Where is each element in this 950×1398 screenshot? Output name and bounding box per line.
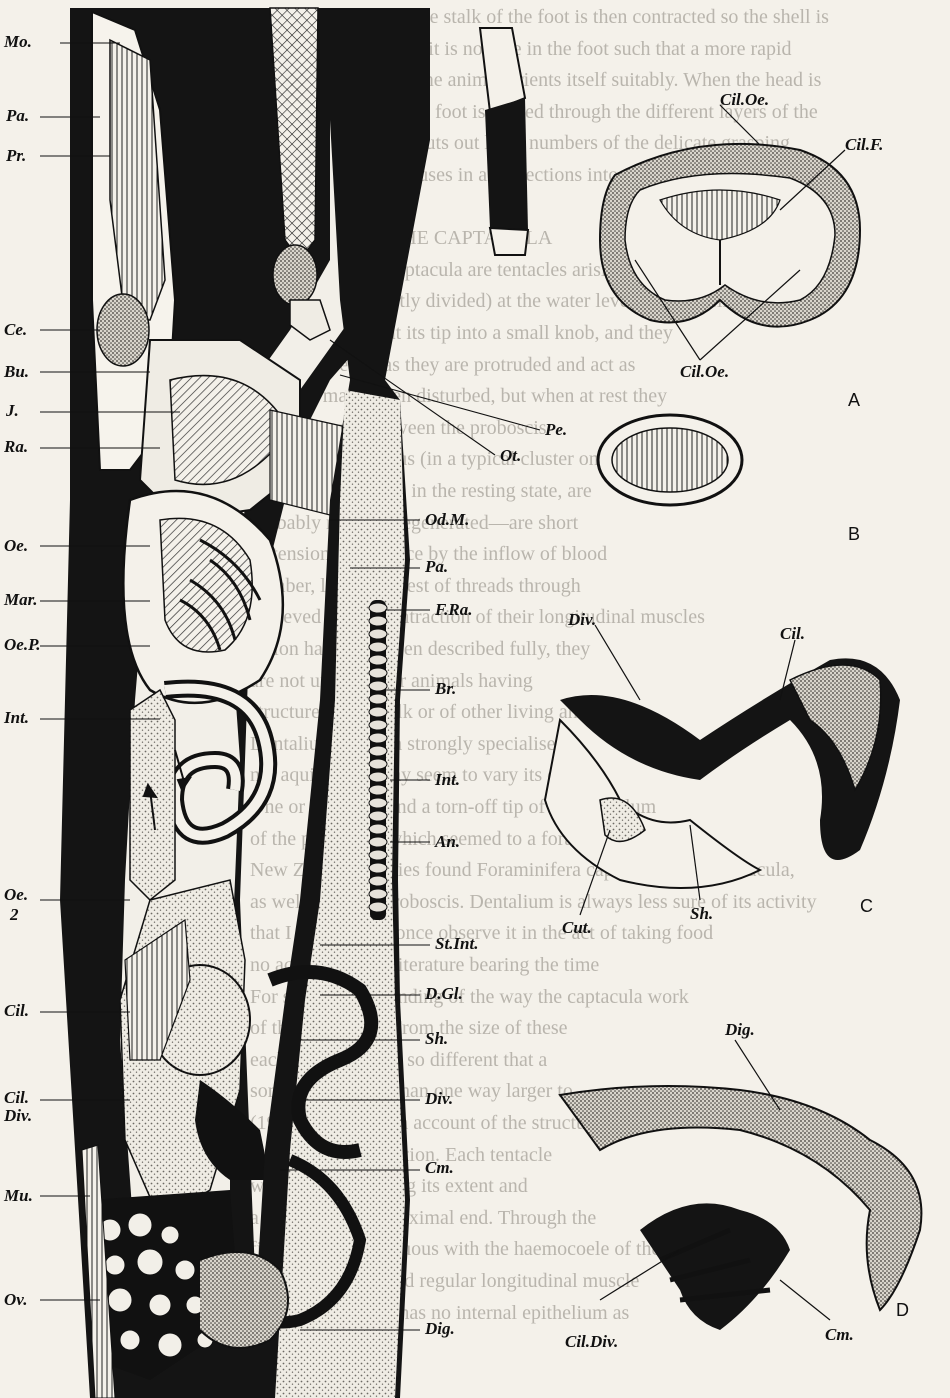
panel-b-cross-section — [598, 415, 742, 505]
panel-c-section — [545, 625, 900, 915]
panel-c-label-div: Div. — [568, 610, 596, 630]
label-oe2: Oe. — [4, 885, 28, 905]
intestine-bead — [369, 603, 387, 613]
intestine-bead — [369, 616, 387, 626]
label-int-right: Int. — [435, 770, 460, 790]
label-oep: Oe.P. — [4, 635, 41, 655]
panel-d-label-cil-div: Cil.Div. — [565, 1332, 618, 1352]
label-ra: Ra. — [4, 437, 28, 457]
label-mar: Mar. — [4, 590, 38, 610]
intestine-bead — [369, 733, 387, 743]
label-int: Int. — [4, 708, 29, 728]
label-br: Br. — [435, 679, 456, 699]
intestine-bead — [369, 811, 387, 821]
intestine-bead — [369, 707, 387, 717]
panel-d-label-cm: Cm. — [825, 1325, 854, 1345]
intestine-bead — [369, 824, 387, 834]
panel-c-label-sh: Sh. — [690, 904, 713, 924]
label-bu: Bu. — [4, 362, 29, 382]
label-cil: Cil. — [4, 1001, 29, 1021]
label-j: J. — [6, 401, 19, 421]
label-mo: Mo. — [4, 32, 32, 52]
panel-a-label-cil-oe-top: Cil.Oe. — [720, 90, 769, 110]
label-div-right: Div. — [425, 1089, 453, 1109]
captaculum-strip — [480, 28, 528, 255]
label-pa-right: Pa. — [425, 557, 448, 577]
label-dig: Dig. — [425, 1319, 455, 1339]
intestine-bead — [369, 798, 387, 808]
panel-b-letter: B — [848, 524, 860, 545]
intestine-bead — [369, 746, 387, 756]
panel-a-letter: A — [848, 390, 860, 411]
panel-a-label-cil-oe-bottom: Cil.Oe. — [680, 362, 729, 382]
panel-a-label-cil-f: Cil.F. — [845, 135, 883, 155]
intestine-bead — [369, 902, 387, 912]
panel-c-label-cut: Cut. — [562, 918, 592, 938]
intestine-bead — [369, 876, 387, 886]
label-pe: Pe. — [545, 420, 567, 440]
intestine-bead — [369, 629, 387, 639]
label-sh: Sh. — [425, 1029, 448, 1049]
intestine-bead — [369, 759, 387, 769]
label-dgl: D.Gl. — [425, 984, 463, 1004]
panel-c-label-cil: Cil. — [780, 624, 805, 644]
intestine-bead — [369, 642, 387, 652]
label-div: Div. — [4, 1106, 32, 1126]
panel-d-section — [560, 1040, 921, 1330]
label-mu: Mu. — [4, 1186, 33, 1206]
intestine-bead — [369, 681, 387, 691]
label-cil-2: Cil. — [4, 1088, 29, 1108]
label-an: An. — [435, 832, 460, 852]
panel-c-letter: C — [860, 896, 873, 917]
label-fra: F.Ra. — [435, 600, 473, 620]
label-pr: Pr. — [6, 146, 26, 166]
label-stint: St.Int. — [435, 934, 478, 954]
label-oe2-number: 2 — [10, 905, 19, 925]
label-odm: Od.M. — [425, 510, 469, 530]
intestine-bead — [369, 694, 387, 704]
label-ov: Ov. — [4, 1290, 27, 1310]
intestine-bead — [369, 655, 387, 665]
panel-d-letter: D — [896, 1300, 909, 1321]
intestine-bead — [369, 720, 387, 730]
intestine-bead — [369, 837, 387, 847]
label-ot: Ot. — [500, 446, 521, 466]
panel-a-cross-section — [600, 105, 860, 360]
intestine-bead — [369, 668, 387, 678]
intestine-bead — [369, 785, 387, 795]
label-oe: Oe. — [4, 536, 28, 556]
intestine-bead — [369, 863, 387, 873]
label-pa: Pa. — [6, 106, 29, 126]
panel-d-label-dig: Dig. — [725, 1020, 755, 1040]
label-cm: Cm. — [425, 1158, 454, 1178]
intestine-bead — [369, 850, 387, 860]
label-ce: Ce. — [4, 320, 27, 340]
intestine-bead — [369, 772, 387, 782]
intestine-bead — [369, 889, 387, 899]
